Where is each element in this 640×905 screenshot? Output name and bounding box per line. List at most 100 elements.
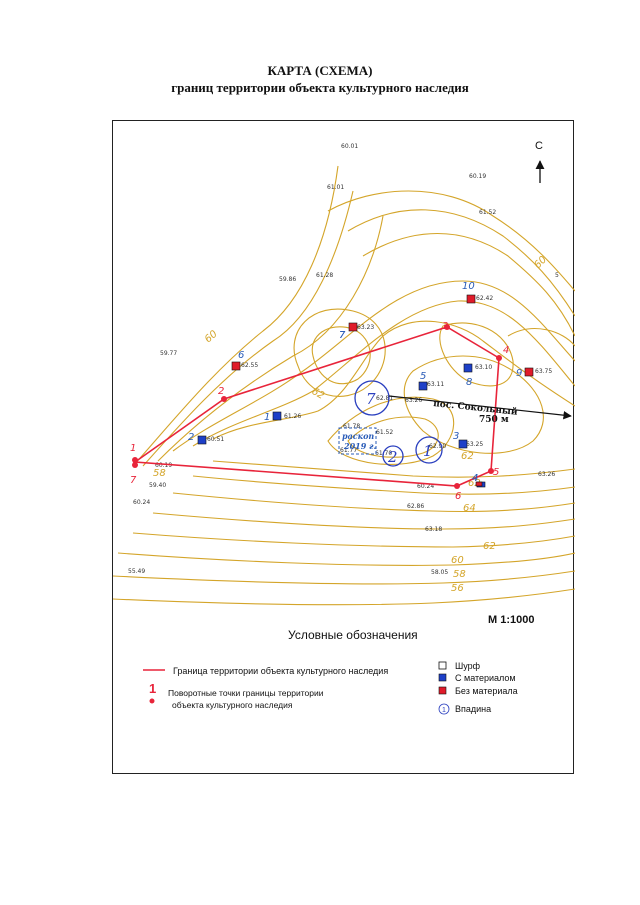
- contour-line: [293, 308, 386, 397]
- pit-without-material: [348, 322, 358, 332]
- turn-point-1: [132, 457, 138, 463]
- contour-line: [192, 300, 575, 447]
- pit-without-material: [466, 294, 476, 304]
- legend-turn-point-text-1: Поворотные точки границы территории: [168, 688, 324, 698]
- spot-height: 61.52: [376, 429, 393, 436]
- pit-without-material: [475, 481, 483, 487]
- north-arrow: С: [535, 140, 545, 183]
- pit-label: 1: [264, 412, 270, 423]
- contour-line: [347, 209, 575, 317]
- legend: Условные обозначения Граница территории …: [143, 628, 518, 715]
- turn-point-label: 3: [442, 321, 448, 332]
- legend-depression-number: 1: [442, 707, 446, 714]
- spot-height: 60.19: [469, 173, 486, 180]
- legend-title: Условные обозначения: [288, 628, 418, 642]
- turn-point-4: [496, 355, 502, 361]
- turn-point-label: 5: [493, 467, 499, 478]
- contour-line: [132, 165, 339, 467]
- contour-line: [403, 355, 544, 454]
- turn-point-6: [454, 483, 460, 489]
- contour-line: [439, 322, 514, 387]
- legend-without-material-swatch: [438, 686, 447, 695]
- turn-point-label: 1: [130, 443, 136, 454]
- spot-height: 60.01: [341, 143, 358, 150]
- map-subtitle: границ территории объекта культурного на…: [171, 80, 469, 95]
- legend-without-material-text: Без материала: [455, 686, 518, 696]
- contour-label: 62: [483, 541, 496, 552]
- spot-height: 60.19: [155, 462, 172, 469]
- spot-height: 63.75: [535, 368, 552, 375]
- excavation-label-line2: 2019 г.: [343, 441, 377, 451]
- spot-height: 63.26: [405, 397, 422, 404]
- pit-label: 7: [339, 330, 346, 341]
- turn-point-5: [488, 468, 494, 474]
- contour-line: [152, 512, 575, 530]
- legend-pit-swatch: [438, 661, 447, 670]
- contour-label: 58: [153, 468, 166, 479]
- contour-line: [117, 552, 575, 566]
- spot-height: 62.90: [429, 443, 446, 450]
- spot-height: 60.24: [133, 499, 150, 506]
- spot-height: 58.05: [431, 569, 448, 576]
- pit-with-material: [458, 439, 468, 449]
- spot-height: 61.26: [284, 413, 301, 420]
- spot-height: 61.77: [340, 447, 357, 454]
- legend-boundary-text: Граница территории объекта культурного н…: [173, 666, 388, 676]
- contour-line: [362, 233, 575, 337]
- depression-label: 7: [366, 390, 376, 408]
- spot-height: 59.40: [149, 482, 166, 489]
- depression-circle: [382, 445, 404, 467]
- spot-height: 61.52: [479, 209, 496, 216]
- contour-label: 62: [310, 386, 327, 402]
- pit-without-material: [231, 361, 241, 371]
- spot-height: 61.78: [343, 423, 360, 430]
- spot-height: 63.18: [425, 526, 442, 533]
- legend-depression-text: Впадина: [455, 704, 491, 714]
- map-frame: 60 60 62 62 62 62 64 60 58 56 58 60.01 6…: [112, 120, 575, 774]
- map-title: КАРТА (СХЕМА): [267, 63, 373, 78]
- pit-label: 6: [238, 350, 244, 361]
- contour-label: 64: [463, 503, 476, 514]
- turn-point-label: 2: [218, 386, 224, 397]
- turn-point-label: 7: [130, 475, 137, 486]
- contour-lines: [113, 165, 575, 606]
- contour-line: [113, 588, 575, 606]
- spot-height: 60.24: [417, 483, 434, 490]
- turn-point-label: 4: [503, 345, 509, 356]
- legend-with-material-swatch: [438, 673, 447, 682]
- settlement-distance: 750 м: [479, 415, 509, 425]
- spot-height: 60.51: [207, 436, 224, 443]
- legend-turn-point-number: 1: [149, 681, 156, 696]
- contour-label: 60: [203, 329, 220, 346]
- contour-line: [327, 190, 575, 292]
- spot-height: 63.10: [475, 364, 492, 371]
- spot-height: 62.81: [376, 395, 393, 402]
- contour-line: [172, 492, 575, 513]
- spot-height: 63.26: [538, 471, 555, 478]
- contour-line: [157, 215, 384, 462]
- pit-with-material: [418, 381, 428, 391]
- depression-circle: [415, 436, 443, 464]
- pit-label: 7: [339, 330, 346, 341]
- turn-point-7: [132, 462, 138, 468]
- depression-circle: [354, 380, 390, 416]
- pit-with-material: [272, 411, 282, 421]
- spot-height: 63.25: [466, 441, 483, 448]
- topographic-map: 60 60 62 62 62 62 64 60 58 56 58 60.01 6…: [113, 140, 575, 715]
- turn-point-label: 6: [455, 491, 461, 502]
- pit-label: 5: [420, 371, 426, 382]
- depression-label: 1: [423, 442, 433, 460]
- legend-with-material-text: С материалом: [455, 673, 516, 683]
- contour-label: 60: [451, 555, 464, 566]
- legend-depression-circle: [438, 703, 450, 715]
- legend-pit-text: Шурф: [455, 661, 481, 671]
- pit-label: 8: [466, 377, 472, 388]
- turn-point-3: [444, 324, 450, 330]
- pit-label: 10: [462, 281, 475, 292]
- depression-label: 2: [387, 448, 398, 466]
- legend-turn-point-dot: [149, 698, 155, 704]
- excavation-label-line1: раскоп: [342, 431, 374, 441]
- contour-line: [212, 460, 575, 478]
- contour-label: 58: [453, 569, 466, 580]
- pit-without-material: [524, 367, 534, 377]
